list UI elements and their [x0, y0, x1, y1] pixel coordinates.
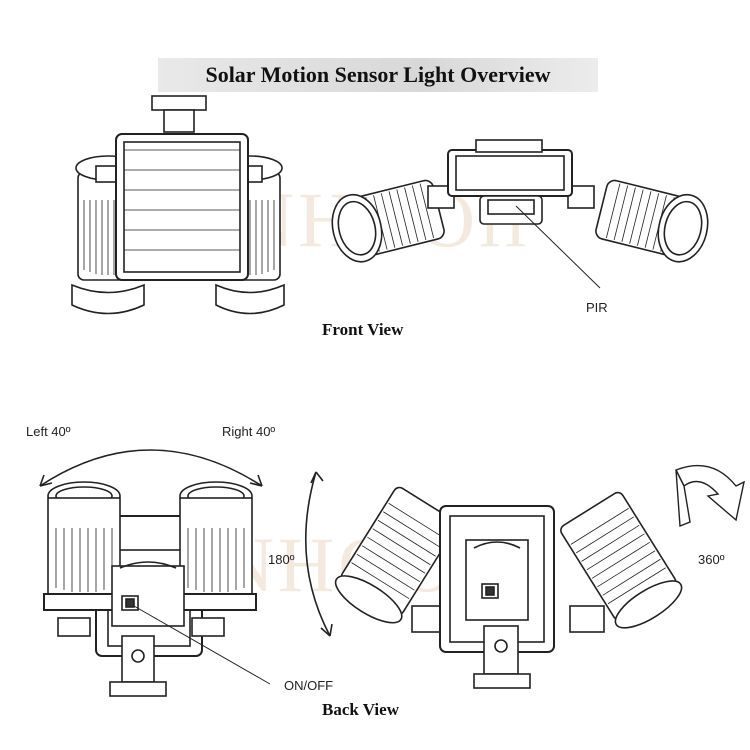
back-view-caption: Back View [322, 700, 399, 719]
front-view-caption: Front View [322, 320, 404, 339]
title-banner: Solar Motion Sensor Light Overview [158, 58, 598, 92]
front-view-pir-unit [331, 139, 709, 289]
on-off-label: ON/OFF [284, 678, 334, 693]
right-angle-label: Right 40º [222, 424, 276, 439]
back-view-unit-right [305, 464, 745, 689]
front-view-panel-unit [71, 95, 285, 315]
pir-label: PIR [586, 300, 608, 315]
diagram-title: Solar Motion Sensor Light Overview [205, 62, 551, 87]
left-angle-label: Left 40º [26, 424, 71, 439]
rotate-angle-label: 360º [698, 552, 725, 567]
tilt-angle-label: 180º [268, 552, 295, 567]
back-view-unit-left [39, 449, 271, 697]
